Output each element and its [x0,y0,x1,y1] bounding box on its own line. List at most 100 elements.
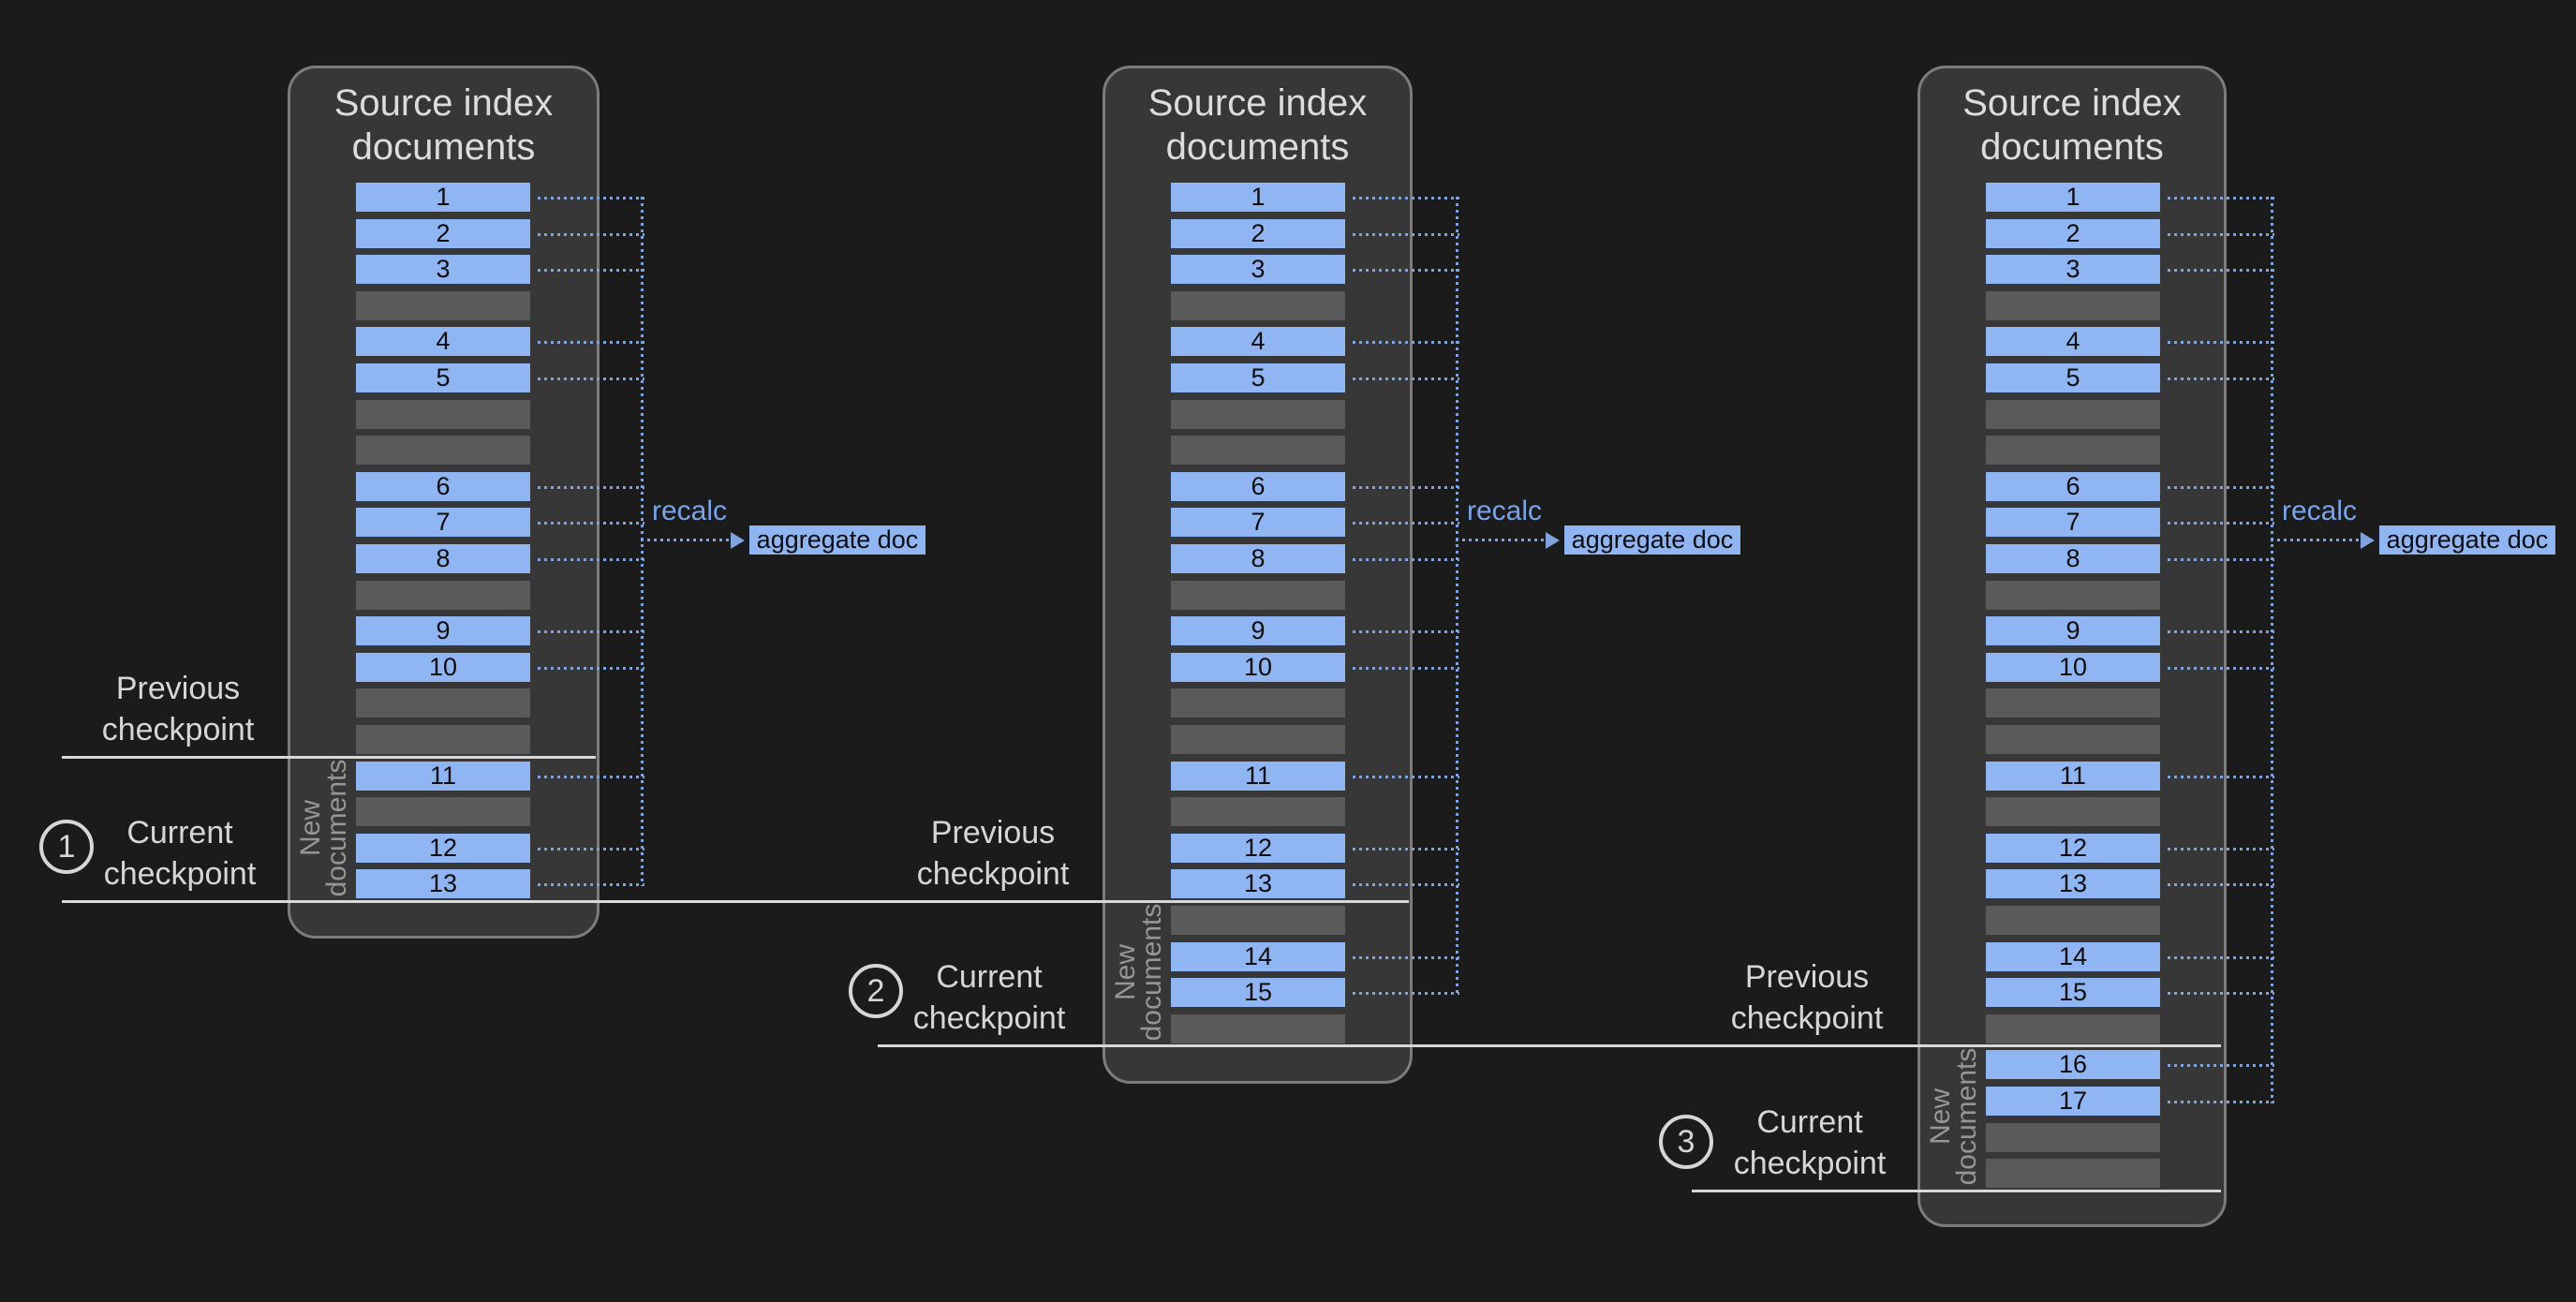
document-bar: 13 [1986,869,2160,898]
document-bar: 9 [1171,616,1345,645]
document-bar: 12 [1171,834,1345,863]
doc-connector-line [1353,233,1459,236]
document-bar: 4 [356,327,530,356]
empty-doc-slot [1171,725,1345,754]
empty-doc-slot [356,581,530,610]
document-bar: 15 [1986,978,2160,1007]
doc-connector-line [2168,522,2274,525]
doc-connector-line [2168,377,2274,380]
empty-doc-slot [1986,1159,2160,1188]
empty-doc-slot [1986,291,2160,320]
empty-doc-slot [356,291,530,320]
document-bar: 6 [356,472,530,501]
recalc-arrow-line [641,539,731,541]
recalc-label: recalc [652,496,728,526]
doc-connector-line [538,233,644,236]
checkpoint-number: 1 [57,828,76,865]
doc-connector-line [538,522,644,525]
label-line2: checkpoint [1733,1146,1887,1181]
doc-connector-line [2168,776,2274,778]
document-bar: 2 [1986,219,2160,248]
doc-connector-line [2168,197,2274,200]
doc-connector-line [538,630,644,633]
empty-doc-slot [356,725,530,754]
current-checkpoint-line-3 [1692,1190,2221,1192]
empty-doc-slot [1986,1014,2160,1043]
document-bar: 10 [1986,653,2160,682]
document-bar: 4 [1171,327,1345,356]
document-bar: 5 [356,363,530,392]
doc-connector-line [2168,1101,2274,1103]
doc-connector-line [538,848,644,851]
doc-connector-line [2168,992,2274,995]
document-bar: 11 [1986,762,2160,791]
doc-connector-line [1353,883,1459,886]
label-line1: Previous [1744,959,1870,995]
document-bar: 15 [1171,978,1345,1007]
recalc-arrow-line [2271,539,2361,541]
doc-connector-line [1353,667,1459,670]
empty-doc-slot [356,797,530,826]
doc-connector-line [1353,558,1459,561]
document-bar: 13 [356,869,530,898]
empty-doc-slot [1171,436,1345,465]
doc-connector-line [1353,341,1459,344]
document-bar: 2 [1171,219,1345,248]
empty-doc-slot [1171,581,1345,610]
current-checkpoint-label-1: Current checkpoint [21,812,339,895]
document-bar: 4 [1986,327,2160,356]
checkpoint-line-2-3 [878,1044,2221,1047]
document-bar: 9 [356,616,530,645]
empty-doc-slot [1986,906,2160,935]
panel-title-line1: Source index [1147,82,1368,124]
document-bar: 17 [1986,1087,2160,1116]
panel-title-line1: Source index [1962,82,2182,124]
collector-bracket-line [641,197,644,886]
doc-connector-line [1353,522,1459,525]
document-bar: 3 [1171,255,1345,284]
document-bar: 10 [1171,653,1345,682]
doc-connector-line [1353,848,1459,851]
panel-title-line2: documents [351,126,536,168]
label-line2: checkpoint [103,856,257,892]
document-bar: 2 [356,219,530,248]
doc-connector-line [2168,883,2274,886]
doc-connector-line [1353,776,1459,778]
current-checkpoint-label-3: Current checkpoint [1651,1102,1969,1184]
empty-doc-slot [1986,581,2160,610]
document-bar: 9 [1986,616,2160,645]
aggregate-doc-box: aggregate doc [749,525,925,555]
previous-checkpoint-label-1: Previous checkpoint [19,668,337,750]
doc-connector-line [538,341,644,344]
empty-doc-slot [1986,797,2160,826]
doc-connector-line [538,269,644,272]
doc-connector-line [2168,848,2274,851]
panel-title: Source index documents [1920,81,2224,170]
checkpoint-number: 2 [866,972,885,1009]
document-bar: 16 [1986,1050,2160,1079]
document-bar: 3 [1986,255,2160,284]
document-bar: 1 [1171,183,1345,212]
panel-title-line2: documents [1165,126,1350,168]
document-bar: 1 [356,183,530,212]
empty-doc-slot [356,688,530,718]
doc-connector-line [538,558,644,561]
doc-connector-line [1353,956,1459,959]
aggregate-doc-box: aggregate doc [2379,525,2555,555]
empty-doc-slot [1171,688,1345,718]
checkpoint-number-badge-3: 3 [1659,1115,1713,1169]
previous-checkpoint-label-2: Previous checkpoint [834,812,1152,895]
doc-connector-line [2168,233,2274,236]
document-bar: 10 [356,653,530,682]
doc-connector-line [2168,1064,2274,1067]
document-bar: 13 [1171,869,1345,898]
document-bar: 6 [1171,472,1345,501]
empty-doc-slot [356,436,530,465]
doc-connector-line [1353,377,1459,380]
aggregate-doc-box: aggregate doc [1564,525,1740,555]
document-bar: 11 [1171,762,1345,791]
label-line2: checkpoint [1730,1000,1884,1036]
doc-connector-line [2168,341,2274,344]
empty-doc-slot [1171,1014,1345,1043]
